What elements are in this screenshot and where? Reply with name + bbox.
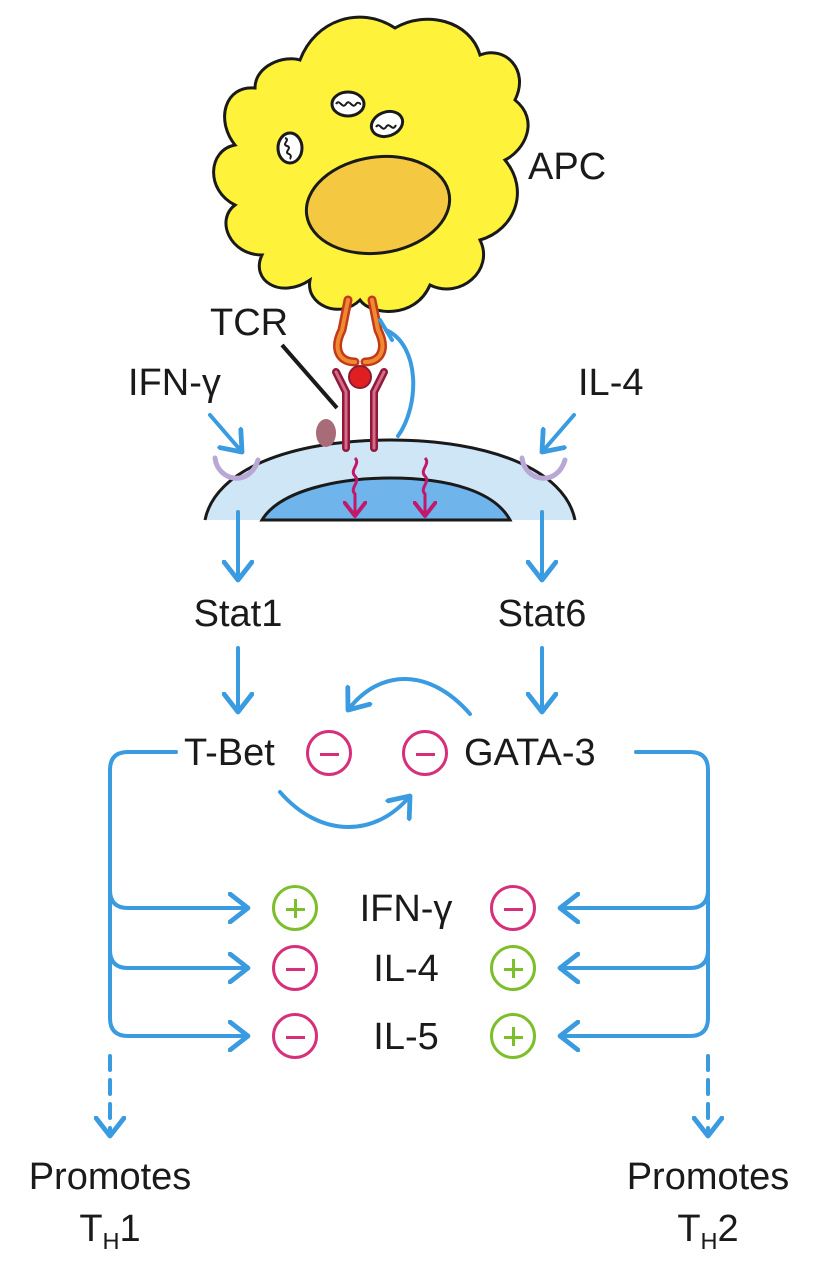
apc-nucleus (304, 154, 452, 256)
t-cell (203, 419, 577, 522)
gata3-il5-plus-sign (490, 1013, 536, 1059)
ifng-input-arrow (208, 413, 242, 452)
tbet-il4-minus-sign (272, 945, 318, 991)
ifng-receptor (212, 455, 261, 481)
stat1-label: Stat1 (193, 593, 283, 635)
tbet-output-bracket (110, 750, 248, 1136)
mitochondrion-icon (369, 109, 405, 139)
gata3-inhibition-sign (402, 730, 448, 776)
tcr-pointer-line (280, 343, 339, 410)
gata3-label: GATA-3 (464, 732, 596, 774)
t-cell-nucleus (259, 476, 513, 522)
tbet-il5-minus-sign (272, 1013, 318, 1059)
peptide-antigen (348, 365, 372, 389)
tbet-ifng-plus-sign (272, 885, 318, 931)
feedback-inhibition-arc (384, 328, 416, 438)
gata3-ifng-minus-sign (490, 885, 536, 931)
coreceptor (316, 419, 336, 447)
tcr-label: TCR (210, 302, 289, 344)
gata3-output-bracket (560, 750, 708, 1136)
tbet-inhibits-gata3-arc (278, 790, 410, 829)
promotes-th1-label: Promotes (28, 1156, 192, 1198)
tbet-label: T-Bet (184, 732, 275, 774)
ifng-cytokine-label: IFN-γ (128, 362, 221, 404)
tbet-inhibition-sign (306, 730, 352, 776)
mitochondrion-icon (330, 90, 366, 118)
promotes-th2-label: Promotes (626, 1156, 790, 1198)
il4-receptor (519, 455, 568, 481)
apc-label: APC (528, 146, 607, 188)
apc-cell (212, 15, 530, 313)
stat6-label: Stat6 (497, 593, 587, 635)
mitochondrion-icon (276, 131, 304, 165)
gata3-inhibits-tbet-arc (348, 677, 472, 716)
cytokine-label-il5: IL-5 (373, 1016, 439, 1058)
il4-cytokine-label: IL-4 (578, 362, 644, 404)
tcr-complex (280, 295, 416, 452)
cytokine-label-ifng: IFN-γ (359, 888, 453, 930)
th1-label: TH1 (79, 1208, 141, 1254)
th2-label: TH2 (677, 1208, 739, 1254)
cytokine-label-il4: IL-4 (373, 948, 439, 990)
gata3-il4-plus-sign (490, 945, 536, 991)
tcr-signal-arrows (353, 456, 426, 516)
il4-input-arrow (542, 413, 576, 452)
